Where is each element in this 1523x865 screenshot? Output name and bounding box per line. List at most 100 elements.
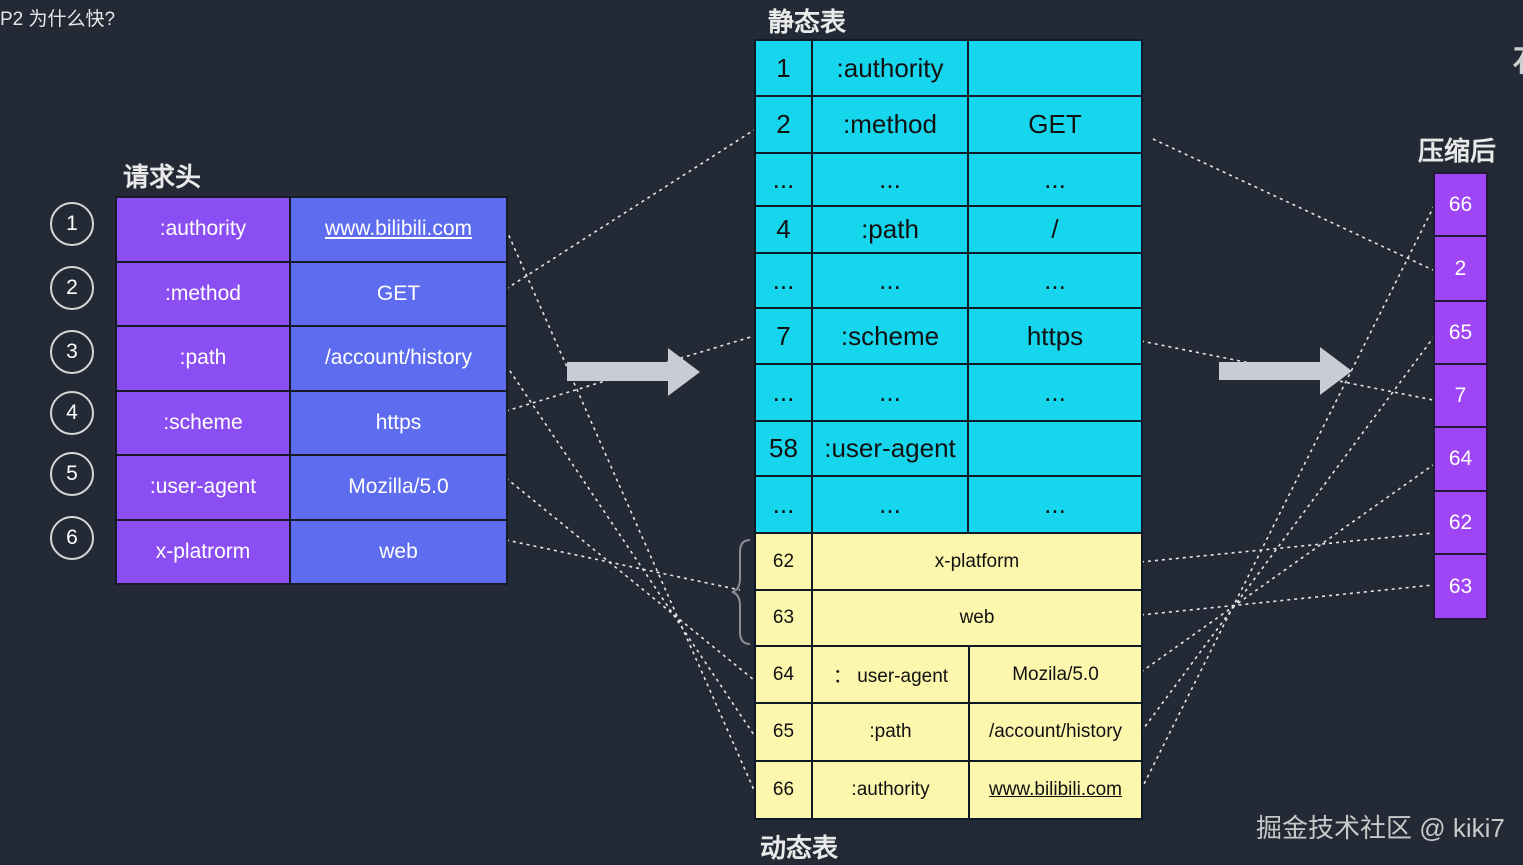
connector-dynamic-64	[1140, 464, 1434, 673]
static-name: ...	[811, 363, 969, 422]
header-key: x-platrorm	[115, 518, 291, 585]
static-index: 2	[754, 95, 813, 154]
static-name: :method	[811, 95, 969, 154]
table-row: 66	[1433, 172, 1488, 237]
arrow-right-icon	[1219, 347, 1352, 395]
connector-useragent-dynamic	[505, 477, 755, 681]
row-number-circle: 6	[50, 516, 94, 560]
static-name: :path	[811, 205, 969, 254]
static-table-heading: 静态表	[768, 7, 847, 37]
dynamic-index: 63	[754, 589, 813, 647]
connector-scheme-static	[505, 335, 755, 412]
table-row: :method GET	[115, 260, 508, 327]
table-row: 1 :authority	[754, 39, 1143, 97]
request-headers-table: :authority www.bilibili.com :method GET …	[115, 196, 508, 585]
request-headers-heading: 请求头	[123, 162, 202, 192]
header-key: :scheme	[115, 389, 291, 456]
table-row: x-platrorm web	[115, 518, 508, 585]
static-index: ...	[754, 152, 813, 207]
compressed-heading: 压缩后	[1418, 136, 1497, 166]
static-table: 1 :authority 2 :method GET ... ... ... 4…	[754, 39, 1143, 534]
header-key: :authority	[115, 196, 291, 263]
dynamic-name: :authority	[811, 760, 970, 820]
table-row: 4 :path /	[754, 205, 1143, 254]
connector-dynamic-65	[1140, 337, 1434, 733]
dynamic-name: :path	[811, 702, 970, 762]
table-row: 58 :user-agent	[754, 420, 1143, 477]
table-row: ... ... ...	[754, 152, 1143, 207]
row-number-circle: 5	[50, 452, 94, 496]
dynamic-index: 66	[754, 760, 813, 820]
arrow-right-icon	[567, 348, 700, 396]
dynamic-index: 64	[754, 645, 813, 704]
table-row: 66 :authority www.bilibili.com	[754, 760, 1143, 820]
connector-dynamic-66	[1140, 199, 1438, 791]
static-index: 58	[754, 420, 813, 477]
brace-icon	[731, 539, 751, 645]
connector-static-2	[1152, 138, 1434, 271]
compressed-index: 62	[1433, 490, 1488, 555]
connector-dynamic-62	[1140, 532, 1434, 563]
static-value	[967, 39, 1143, 97]
compressed-index: 65	[1433, 300, 1488, 365]
table-row: 62 x-platform	[754, 532, 1143, 591]
static-name: :user-agent	[811, 420, 969, 477]
row-number-circle: 4	[50, 391, 94, 435]
table-row: ... ... ...	[754, 363, 1143, 422]
dynamic-value: www.bilibili.com	[968, 760, 1143, 820]
table-row: 64	[1433, 426, 1488, 492]
table-row: 63 web	[754, 589, 1143, 647]
dynamic-value: /account/history	[968, 702, 1143, 762]
static-name: ...	[811, 475, 969, 534]
compressed-table: 66 2 65 7 64 62 63	[1433, 172, 1488, 620]
dynamic-value: Mozila/5.0	[968, 645, 1143, 704]
dynamic-table: 62 x-platform 63 web 64 ： user-agent Moz…	[754, 532, 1143, 820]
dynamic-index: 65	[754, 702, 813, 762]
static-index: 4	[754, 205, 813, 254]
table-row: 63	[1433, 553, 1488, 620]
table-row: :authority www.bilibili.com	[115, 196, 508, 263]
header-value: www.bilibili.com	[289, 196, 508, 263]
static-name: :authority	[811, 39, 969, 97]
table-row: :user-agent Mozilla/5.0	[115, 454, 508, 521]
static-index: ...	[754, 363, 813, 422]
watermark: 掘金技术社区 @ kiki7	[1256, 813, 1505, 843]
compressed-index: 64	[1433, 426, 1488, 492]
static-value	[967, 420, 1143, 477]
static-value: ...	[967, 152, 1143, 207]
table-row: ... ... ...	[754, 475, 1143, 534]
edge-character: 石	[1513, 36, 1523, 80]
table-row: :scheme https	[115, 389, 508, 456]
static-name: ...	[811, 252, 969, 309]
header-value: Mozilla/5.0	[289, 454, 508, 521]
compressed-index: 66	[1433, 172, 1488, 237]
header-value: GET	[289, 260, 508, 327]
compressed-index: 7	[1433, 363, 1488, 428]
table-row: 2 :method GET	[754, 95, 1143, 154]
dynamic-name: x-platform	[811, 532, 1143, 591]
table-row: 64 ： user-agent Mozila/5.0	[754, 645, 1143, 704]
dynamic-table-heading: 动态表	[760, 833, 839, 863]
header-value: https	[289, 389, 508, 456]
table-row: ... ... ...	[754, 252, 1143, 309]
static-name: ...	[811, 152, 969, 207]
table-row: 7	[1433, 363, 1488, 428]
row-number-circle: 3	[50, 330, 94, 374]
table-row: 2	[1433, 235, 1488, 302]
static-index: 1	[754, 39, 813, 97]
static-value: https	[967, 307, 1143, 365]
static-index: ...	[754, 475, 813, 534]
static-name: :scheme	[811, 307, 969, 365]
static-value: ...	[967, 475, 1143, 534]
table-row: 65	[1433, 300, 1488, 365]
connector-path-dynamic	[505, 364, 755, 736]
connector-method-static	[505, 129, 755, 290]
dynamic-name: web	[811, 589, 1143, 647]
static-index: 7	[754, 307, 813, 365]
header-key: :user-agent	[115, 454, 291, 521]
table-row: 65 :path /account/history	[754, 702, 1143, 762]
static-value: ...	[967, 363, 1143, 422]
connector-platform-dynamic	[505, 539, 741, 591]
connector-dynamic-63	[1140, 584, 1434, 616]
dynamic-index: 62	[754, 532, 813, 591]
